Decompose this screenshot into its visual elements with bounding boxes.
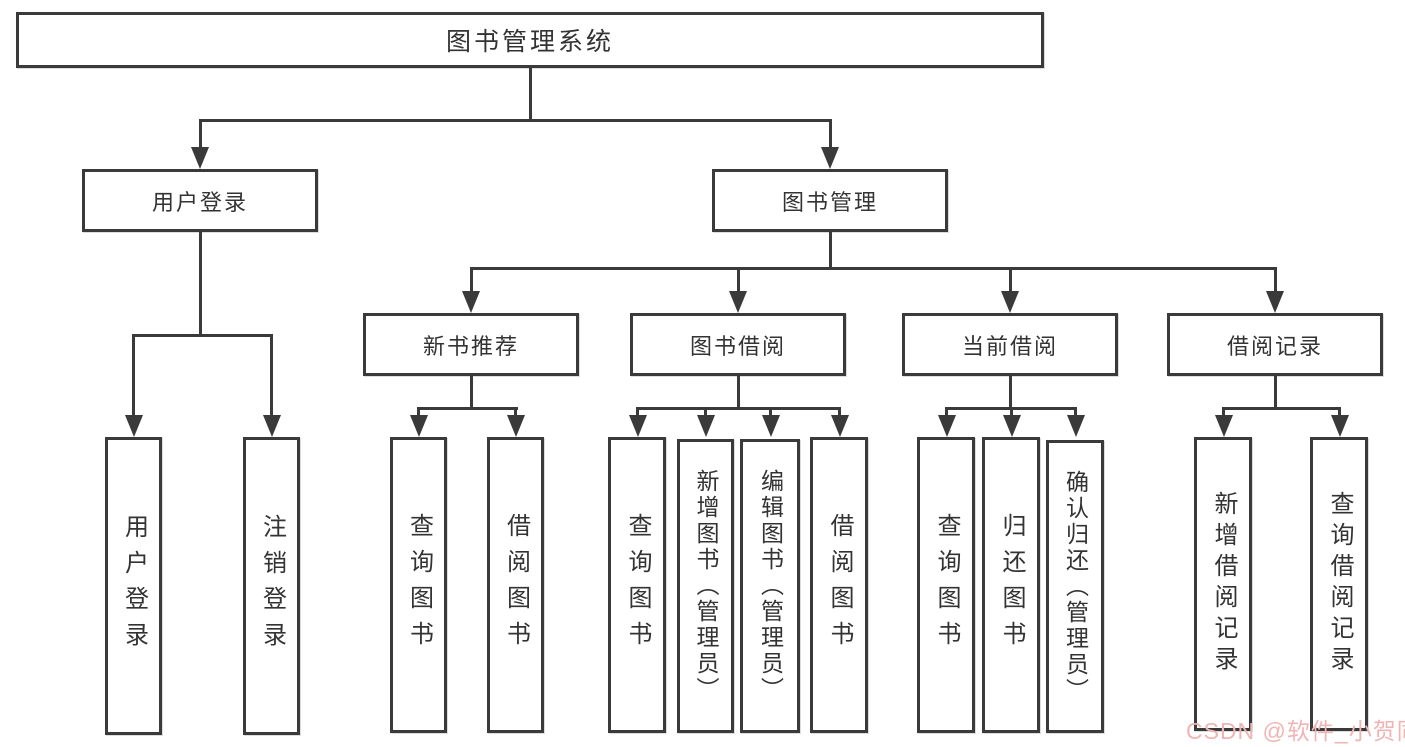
- arrowhead-user-login: [191, 147, 209, 169]
- connector-drop-book-borrowing: [737, 267, 740, 292]
- arrowhead-book-borrowing: [729, 291, 747, 313]
- connector-drop-d2: [1010, 407, 1013, 419]
- connector-book-borrowing-splitter: [636, 407, 840, 410]
- leaf-label: 查询图书: [933, 513, 960, 657]
- leaf-label: 新增图书（管理员）: [693, 469, 719, 703]
- arrowhead-e1: [1215, 415, 1233, 437]
- connector-drop-login-leaf: [132, 334, 135, 415]
- arrowhead-d1: [938, 415, 956, 437]
- connector-current-borrowing-drop: [1009, 376, 1012, 410]
- node-book-management: 图书管理: [712, 169, 948, 232]
- node-leaf-edit-books-admin: 编辑图书（管理员）: [740, 439, 800, 733]
- connector-book-borrowing-drop: [737, 376, 740, 410]
- connector-drop-current-borrowing: [1009, 267, 1012, 292]
- connector-user-login-splitter: [132, 334, 273, 337]
- leaf-label: 查询图书: [405, 513, 433, 657]
- arrowhead-c4: [831, 415, 849, 437]
- node-leaf-add-borrow-record: 新增借阅记录: [1194, 437, 1252, 731]
- leaf-label: 借阅图书: [826, 513, 853, 657]
- node-book-borrowing-label: 图书借阅: [689, 333, 786, 359]
- node-current-borrowing: 当前借阅: [902, 313, 1118, 376]
- connector-drop-b2: [514, 407, 517, 419]
- connector-drop-d3: [1074, 407, 1077, 419]
- connector-drop-c1: [636, 407, 639, 419]
- connector-drop-d1: [945, 407, 948, 419]
- leaf-label: 查询图书: [624, 513, 651, 657]
- node-new-book-recommend-label: 新书推荐: [422, 333, 519, 359]
- connector-drop-e2: [1338, 407, 1341, 419]
- leaf-label: 借阅图书: [502, 513, 530, 657]
- arrowhead-borrow-records: [1266, 291, 1284, 313]
- node-leaf-add-books-admin: 新增图书（管理员）: [677, 439, 734, 733]
- node-book-borrowing: 图书借阅: [630, 313, 846, 376]
- connector-drop-c3: [769, 407, 772, 419]
- node-leaf-borrow-books: 借阅图书: [810, 437, 868, 733]
- node-new-book-recommend: 新书推荐: [363, 313, 579, 376]
- connector-drop-book-management: [829, 119, 832, 151]
- connector-drop-c4: [838, 407, 841, 419]
- node-root-label: 图书管理系统: [445, 28, 614, 56]
- connector-level3-splitter: [470, 267, 1276, 270]
- leaf-label: 归还图书: [998, 513, 1025, 657]
- leaf-label: 确认归还（管理员）: [1062, 469, 1089, 704]
- node-leaf-query-books-current: 查询图书: [917, 437, 975, 733]
- arrowhead-d2: [1003, 415, 1021, 437]
- node-root-system: 图书管理系统: [16, 12, 1044, 68]
- csdn-watermark: CSDN @软件_小贺同学: [1186, 718, 1405, 744]
- node-user-login: 用户登录: [82, 169, 318, 232]
- node-leaf-query-books-recommend: 查询图书: [390, 437, 447, 733]
- arrowhead-c2: [697, 415, 715, 437]
- node-book-management-label: 图书管理: [781, 189, 878, 215]
- arrowhead-c1: [629, 415, 647, 437]
- connector-drop-borrow-records: [1274, 267, 1277, 292]
- arrowhead-book-management: [821, 147, 839, 169]
- connector-root-drop: [529, 68, 532, 121]
- connector-book-management-drop: [829, 232, 832, 270]
- leaf-label: 用户登录: [120, 514, 148, 658]
- node-leaf-logout: 注销登录: [243, 437, 300, 735]
- connector-drop-logout-leaf: [270, 334, 273, 415]
- node-borrow-records-label: 借阅记录: [1226, 333, 1323, 359]
- connector-drop-new-book: [470, 267, 473, 292]
- leaf-label: 新增借阅记录: [1210, 491, 1237, 677]
- node-leaf-borrow-books-recommend: 借阅图书: [487, 437, 544, 733]
- node-leaf-user-login: 用户登录: [105, 437, 162, 735]
- node-leaf-query-borrow-record: 查询借阅记录: [1310, 437, 1368, 731]
- connector-borrow-records-splitter: [1222, 407, 1340, 410]
- connector-drop-b1: [417, 407, 420, 419]
- node-leaf-return-books: 归还图书: [982, 437, 1040, 733]
- node-leaf-confirm-return-admin: 确认归还（管理员）: [1046, 440, 1104, 733]
- arrowhead-new-book: [462, 291, 480, 313]
- leaf-label: 注销登录: [258, 514, 286, 658]
- arrowhead-d3: [1067, 415, 1085, 437]
- leaf-label: 编辑图书（管理员）: [757, 469, 784, 703]
- arrowhead-c3: [762, 415, 780, 437]
- connector-drop-user-login: [199, 119, 202, 151]
- connector-new-book-drop: [470, 376, 473, 410]
- node-borrow-records: 借阅记录: [1167, 313, 1383, 376]
- node-current-borrowing-label: 当前借阅: [961, 333, 1058, 359]
- connector-drop-c2: [704, 407, 707, 419]
- arrowhead-login-leaf: [125, 415, 143, 437]
- node-leaf-query-books-borrowing: 查询图书: [608, 437, 666, 733]
- connector-new-book-splitter: [417, 407, 518, 410]
- node-user-login-label: 用户登录: [151, 189, 248, 215]
- leaf-label: 查询借阅记录: [1326, 491, 1353, 677]
- connector-user-login-drop: [199, 232, 202, 337]
- connector-borrow-records-drop: [1274, 376, 1277, 410]
- connector-drop-e1: [1222, 407, 1225, 419]
- arrowhead-b2: [507, 415, 525, 437]
- arrowhead-current-borrowing: [1001, 291, 1019, 313]
- connector-level2-splitter: [199, 119, 832, 122]
- arrowhead-b1: [410, 415, 428, 437]
- arrowhead-logout-leaf: [263, 415, 281, 437]
- arrowhead-e2: [1331, 415, 1349, 437]
